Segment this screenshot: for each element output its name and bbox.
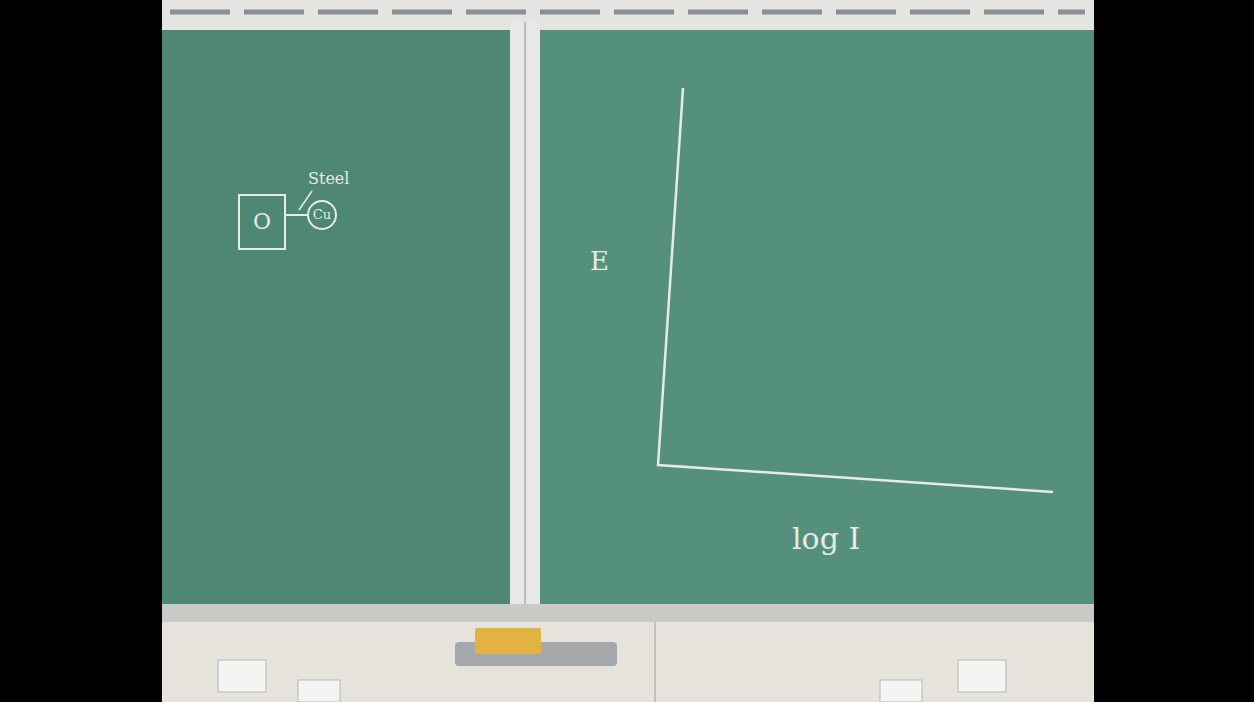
wall-socket — [958, 660, 1006, 692]
axis-label: E — [590, 247, 609, 276]
connector-wire — [286, 214, 307, 216]
material-label: Steel — [308, 170, 349, 188]
divider-groove — [524, 22, 526, 614]
right-board — [538, 30, 1094, 608]
chalk-ledge — [162, 604, 1094, 622]
wall — [162, 0, 1094, 702]
wall-socket — [298, 680, 340, 702]
plot-axes — [658, 88, 1053, 492]
axis-label: log I — [792, 522, 860, 555]
electrode-circle: Cu — [307, 200, 337, 230]
leader-line — [299, 191, 312, 210]
rail-holes — [170, 10, 1085, 15]
left-board — [162, 30, 512, 608]
top-rail — [162, 0, 1094, 30]
eraser — [475, 628, 541, 654]
wall-seam — [654, 622, 656, 702]
board-divider — [510, 22, 540, 614]
wall-socket — [218, 660, 266, 692]
cell-box: O — [238, 194, 286, 250]
wall-socket — [880, 680, 922, 702]
node-text: O — [253, 210, 271, 234]
node-text: Cu — [313, 208, 331, 222]
lower-wall — [162, 622, 1094, 702]
